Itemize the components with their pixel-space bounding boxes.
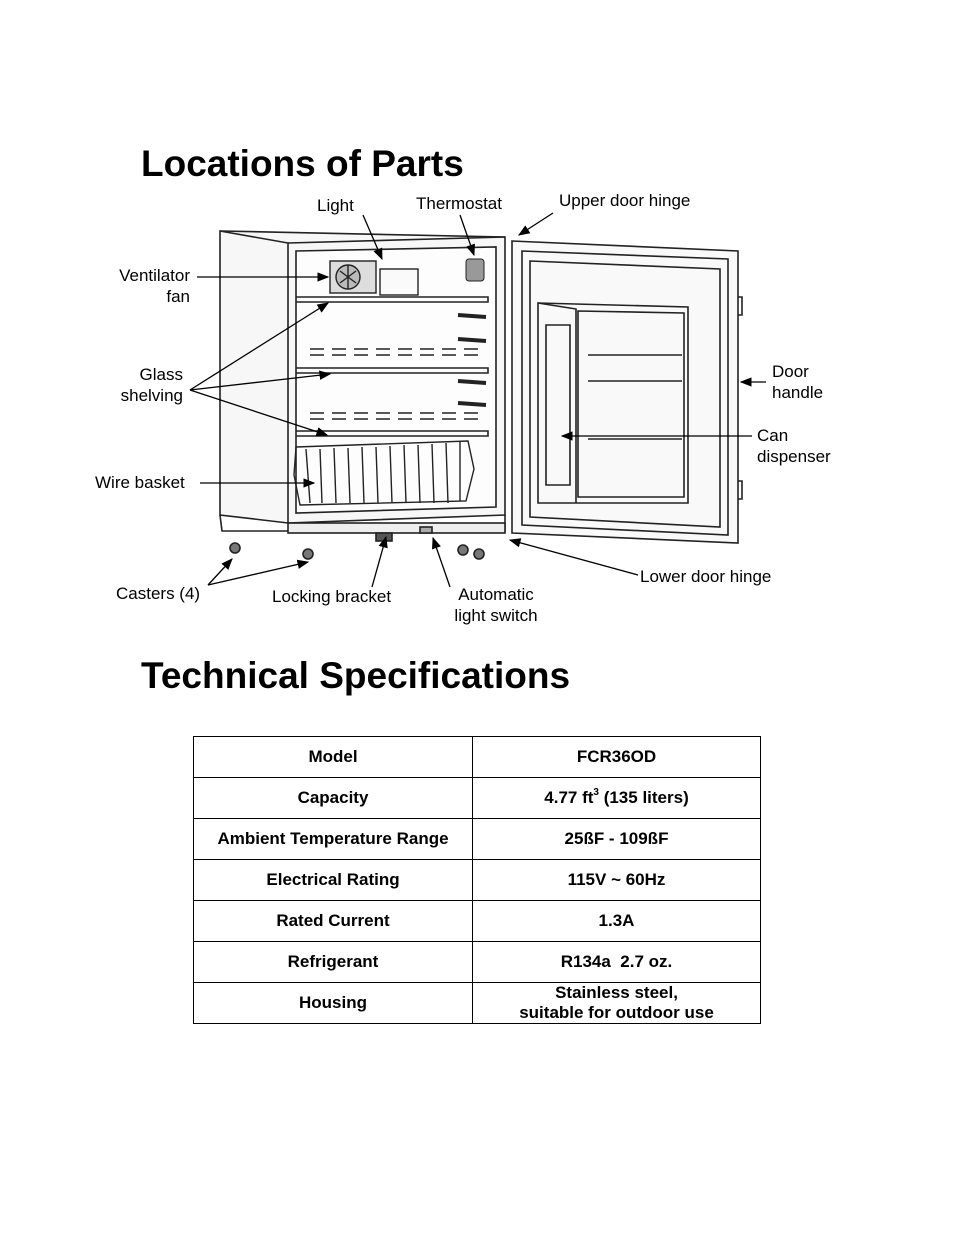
spec-label: Ambient Temperature Range [193,818,473,860]
glass-shelves-drawing [296,296,489,437]
parts-title: Locations of Parts [141,143,464,184]
open-door-drawing [511,240,743,544]
label-wire-basket: Wire basket [95,473,185,492]
label-automatic-light-switch: Automatic light switch [454,585,538,625]
spec-value: 25ßF - 109ßF [472,818,761,860]
label-casters: Casters (4) [116,584,201,603]
spec-label: Capacity [193,777,473,819]
spec-value: FCR36OD [472,736,761,778]
spec-value: Stainless steel, suitable for outdoor us… [472,982,761,1024]
label-can-dispenser: Can dispenser [757,426,831,466]
table-row: Ambient Temperature Range 25ßF - 109ßF [193,818,761,860]
capacity-liters: (135 liters) [598,788,689,807]
wire-basket-drawing [293,440,475,506]
capacity-exponent: 3 [593,787,599,799]
spec-value: 1.3A [472,900,761,942]
spec-label: Electrical Rating [193,859,473,901]
specifications-table: Model FCR36OD Capacity 4.77 ft3 (135 lit… [193,736,761,1024]
label-door-handle: Door handle [772,362,824,402]
spec-label: Model [193,736,473,778]
label-thermostat: Thermostat [416,194,502,213]
spec-label: Housing [193,982,473,1024]
shelf-rails-drawing [457,313,487,407]
spec-label: Refrigerant [193,941,473,983]
label-glass-shelving: Glass shelving [120,365,183,405]
refrigerator-drawing [189,212,766,588]
thermostat-drawing [465,258,485,282]
capacity-value: 4.77 ft [544,788,594,807]
spec-value: 115V ~ 60Hz [472,859,761,901]
label-light: Light [317,196,354,215]
leader-arrows [189,212,766,588]
ventilator-fan-drawing [329,260,419,296]
label-locking-bracket: Locking bracket [272,587,392,606]
table-row: Model FCR36OD [193,736,761,778]
table-row: Electrical Rating 115V ~ 60Hz [193,859,761,901]
table-row: Refrigerant R134a 2.7 oz. [193,941,761,983]
specs-title: Technical Specifications [141,655,571,696]
table-row: Rated Current 1.3A [193,900,761,942]
table-row: Capacity 4.77 ft3 (135 liters) [193,777,761,819]
label-ventilator-fan: Ventilator fan [119,266,190,306]
label-upper-door-hinge: Upper door hinge [559,191,691,210]
spec-value: R134a 2.7 oz. [472,941,761,983]
table-row: Housing Stainless steel, suitable for ou… [193,982,761,1024]
spec-value: 4.77 ft3 (135 liters) [472,777,761,819]
refrigerator-parts-diagram: Light Thermostat Upper door hinge Ventil… [0,185,954,635]
label-lower-door-hinge: Lower door hinge [640,567,772,586]
spec-label: Rated Current [193,900,473,942]
